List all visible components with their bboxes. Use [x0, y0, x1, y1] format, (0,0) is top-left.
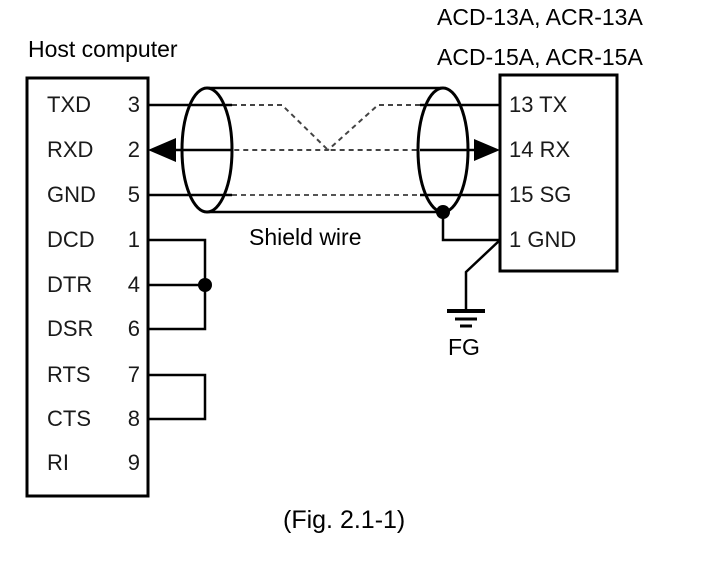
host-pin-number-dsr: 6: [127, 316, 140, 341]
host-signal-dsr: DSR: [47, 316, 94, 341]
host-signal-rts: RTS: [47, 362, 91, 387]
host-computer-box: [25, 76, 150, 498]
device-pin-13-tx: 13 TX: [509, 92, 568, 117]
arrow-into-device-rx: [474, 139, 500, 161]
wire-txd-crossover-dotted: [232, 104, 420, 151]
device-model-line-1: ACD-13A, ACR-13A: [437, 4, 643, 30]
device-pin-15-sg: 15 SG: [509, 182, 572, 207]
host-pin-number-rxd: 2: [127, 137, 140, 162]
host-signal-cts: CTS: [47, 406, 91, 431]
host-signal-dtr: DTR: [47, 272, 93, 297]
host-pin-number-dcd: 1: [127, 227, 140, 252]
wire-fg-earth: [464, 239, 501, 311]
host-signal-dcd: DCD: [47, 227, 95, 252]
host-signal-txd: TXD: [47, 92, 91, 117]
host-signal-ri: RI: [47, 450, 69, 475]
host-pin-number-ri: 9: [127, 450, 140, 475]
host-pin-number-gnd: 5: [127, 182, 140, 207]
frame-ground-label: FG: [448, 334, 480, 360]
figure-caption: (Fig. 2.1-1): [283, 506, 406, 534]
shield-wire-label: Shield wire: [249, 224, 362, 250]
wire-shield-drain: [441, 212, 500, 242]
device-model-line-2: ACD-15A, ACR-15A: [437, 44, 643, 70]
host-signal-rxd: RXD: [47, 137, 94, 162]
dtr-junction-dot: [198, 278, 212, 292]
host-computer-title: Host computer: [28, 36, 178, 62]
host-pin-number-txd: 3: [127, 92, 140, 117]
host-pin-number-rts: 7: [127, 362, 140, 387]
jumper-rts-cts: [148, 373, 207, 421]
shield-junction-dot: [436, 205, 450, 219]
host-pin-number-dtr: 4: [127, 272, 140, 297]
device-box: [498, 73, 619, 273]
host-pin-number-cts: 8: [127, 406, 140, 431]
device-pin-1-gnd: 1 GND: [509, 227, 577, 252]
cable-end-ellipse-left: [180, 86, 234, 214]
host-signal-gnd: GND: [47, 182, 96, 207]
arrow-into-host-rxd: [148, 138, 176, 162]
wire-rxd-crossover-dotted: [232, 104, 420, 151]
device-pin-14-rx: 14 RX: [509, 137, 571, 162]
